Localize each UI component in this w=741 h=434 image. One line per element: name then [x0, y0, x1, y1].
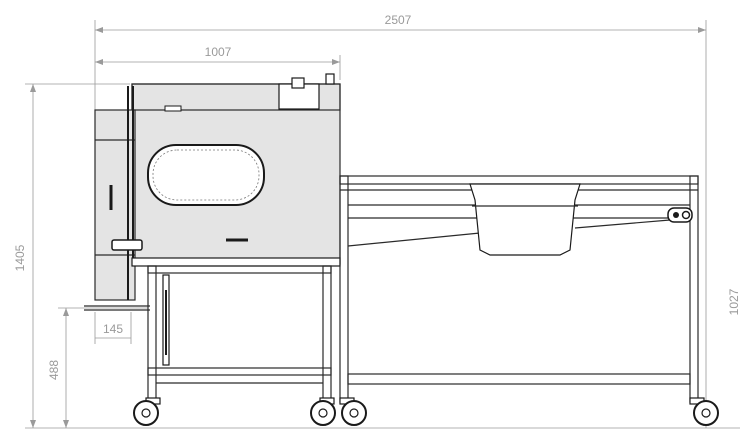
- caster-conveyor-left: [339, 397, 367, 426]
- machine-length-label: 1007: [205, 45, 232, 59]
- caster-front-right: [310, 397, 336, 426]
- machine-housing: [84, 73, 341, 311]
- overall-height-label: 1405: [13, 244, 27, 271]
- dimension-conveyor-height: 1027: [705, 175, 741, 428]
- conveyor-frame: [339, 175, 699, 403]
- caster-front-left: [133, 397, 161, 426]
- overall-length-label: 2507: [385, 13, 412, 27]
- dimension-overall-height: 1405: [13, 83, 740, 429]
- dimension-inlet-height: 488: [47, 307, 148, 428]
- dimension-overall-length: 2507: [94, 13, 707, 175]
- conveyor-height-label: 1027: [727, 288, 741, 315]
- dimension-machine-length: 1007: [95, 45, 341, 80]
- caster-wheels: [133, 397, 719, 426]
- caster-conveyor-right: [689, 397, 719, 426]
- inlet-offset-label: 145: [103, 322, 123, 336]
- inlet-height-label: 488: [47, 360, 61, 380]
- dimension-inlet-offset: 145: [94, 312, 132, 344]
- machine-stand: [147, 265, 332, 403]
